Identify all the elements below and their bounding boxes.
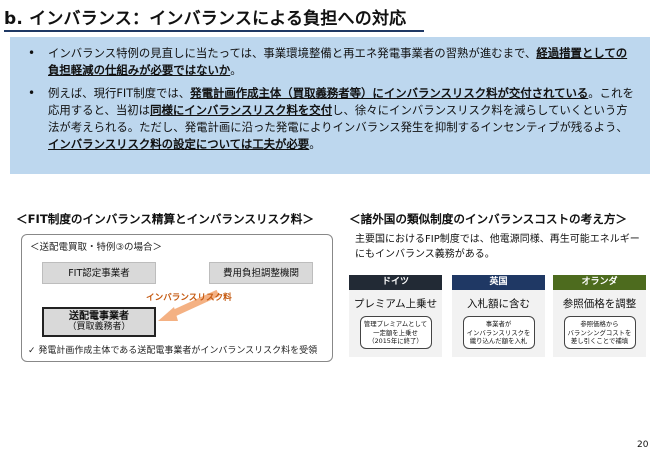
- summary-bullet-2: 例えば、現行FIT制度では、発電計画作成主体（買取義務者等）にインバランスリスク…: [28, 85, 636, 153]
- foreign-section-title: ＜諸外国の類似制度のインバランスコストの考え方＞: [349, 212, 628, 226]
- card-desc-line: 差し引くことで補填: [570, 337, 629, 346]
- tdo-box: 送配電事業者 （買取義務者）: [42, 307, 156, 337]
- card-desc-line: 参照価格から: [580, 320, 619, 328]
- bullet2-text-4: 。: [309, 137, 321, 151]
- tdo-box-main: 送配電事業者: [69, 311, 129, 322]
- card-desc-line: 一定額を上乗せ: [373, 328, 418, 337]
- fit-operator-box: FIT認定事業者: [42, 262, 156, 284]
- card-country-label: 英国: [452, 275, 545, 290]
- card-desc-line: 事業者が: [485, 320, 512, 328]
- imbalance-risk-fee-arrow: [158, 289, 220, 321]
- bullet1-text-1: インバランス特例の見直しに当たっては、事業環境整備と再エネ発電事業者の習熟が進む…: [48, 46, 537, 60]
- diagram-caption: ＜送配電買取・特例③の場合＞: [30, 242, 163, 253]
- bullet1-emphasis-1: 経過措置としての負担軽減の仕組みが必要ではないか: [48, 46, 628, 77]
- card-country-label: ドイツ: [349, 275, 442, 290]
- arrow-label: インバランスリスク料: [146, 293, 232, 303]
- card-desc-line: （2015年に終了）: [368, 337, 423, 346]
- bullet1-text-2: 。: [230, 63, 242, 77]
- card-desc-line: 織り込んだ額を入札: [469, 337, 528, 346]
- tdo-box-sub: （買取義務者）: [67, 322, 131, 332]
- title-underline: [4, 30, 424, 32]
- arrow-shaft: [168, 289, 220, 319]
- country-card-netherlands: オランダ 参照価格を調整 参照価格から バランシングコストを 差し引くことで補填: [553, 275, 646, 357]
- summary-box: インバランス特例の見直しに当たっては、事業環境整備と再エネ発電事業者の習熟が進む…: [10, 37, 650, 174]
- bullet2-text-2: 。これを応用すると、当初は: [48, 86, 634, 117]
- card-country-label: オランダ: [553, 275, 646, 290]
- fit-section-title: ＜FIT制度のインバランス精算とインバランスリスク料＞: [16, 212, 314, 226]
- card-description: 事業者が インバランスリスクを 織り込んだ額を入札: [462, 316, 535, 349]
- card-desc-line: バランシングコストを: [567, 328, 632, 337]
- card-method: 参照価格を調整: [562, 298, 637, 310]
- page-title: b. インバランス：インバランスによる負担への対応: [4, 9, 407, 29]
- bullet2-emphasis-2: 同様にインバランスリスク料を交付: [150, 103, 333, 117]
- diagram-note: ✓ 発電計画作成主体である送配電事業者がインバランスリスク料を受領: [28, 346, 318, 356]
- foreign-intro-text: 主要国におけるFIP制度では、他電源同様、再生可能エネルギーにもインバランス義務…: [355, 234, 640, 260]
- bullet2-text-3: し、徐々にインバランスリスク料を減らしていくという方法が考えられる。ただし、発電…: [48, 103, 628, 134]
- card-description: 管理プレミアムとして 一定額を上乗せ （2015年に終了）: [359, 316, 432, 349]
- card-description: 参照価格から バランシングコストを 差し引くことで補填: [563, 316, 636, 349]
- page-number: 20: [637, 440, 649, 450]
- cost-adjustment-agency-box: 費用負担調整機関: [209, 262, 313, 284]
- card-desc-line: インバランスリスクを: [466, 328, 531, 337]
- bullet2-text-1: 例えば、現行FIT制度では、: [48, 86, 191, 100]
- card-method: プレミアム上乗せ: [353, 298, 438, 310]
- card-desc-line: 管理プレミアムとして: [363, 320, 428, 328]
- arrow-head: [158, 307, 178, 321]
- bullet2-emphasis-3: インバランスリスク料の設定については工夫が必要: [48, 137, 310, 151]
- summary-bullet-1: インバランス特例の見直しに当たっては、事業環境整備と再エネ発電事業者の習熟が進む…: [28, 45, 636, 79]
- country-card-germany: ドイツ プレミアム上乗せ 管理プレミアムとして 一定額を上乗せ （2015年に終…: [349, 275, 442, 357]
- bullet2-emphasis-1: 発電計画作成主体（買取義務者等）にインバランスリスク料が交付されている: [190, 86, 589, 100]
- country-card-uk: 英国 入札額に含む 事業者が インバランスリスクを 織り込んだ額を入札: [452, 275, 545, 357]
- fit-settlement-diagram: ＜送配電買取・特例③の場合＞ FIT認定事業者 費用負担調整機関 インバランスリ…: [21, 234, 333, 362]
- card-method: 入札額に含む: [467, 298, 530, 310]
